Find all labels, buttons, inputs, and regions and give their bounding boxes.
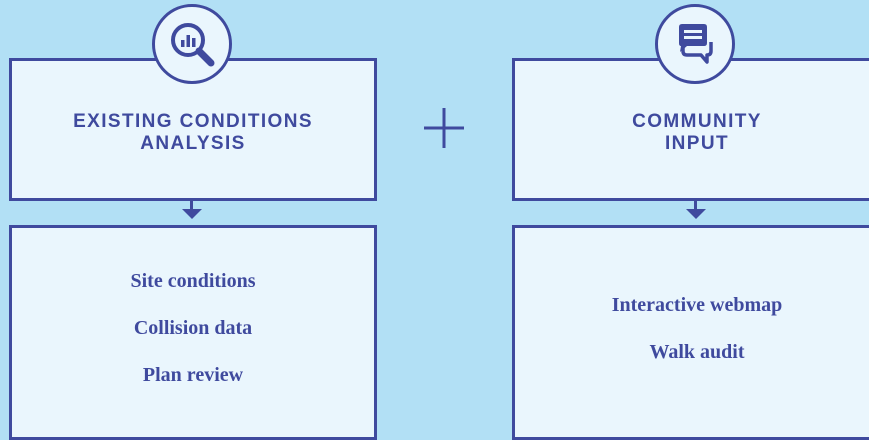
heading-line-1: COMMUNITY: [632, 111, 762, 132]
list-item: Collision data: [133, 317, 253, 339]
existing-conditions-list: Site conditions Collision data Plan revi…: [12, 258, 374, 399]
magnifier-chart-icon: [152, 4, 232, 84]
heading-line-2: ANALYSIS: [140, 133, 246, 154]
list-item: Interactive webmap: [611, 294, 783, 316]
list-item: Walk audit: [649, 341, 745, 363]
community-input-items-box: Interactive webmap Walk audit: [512, 225, 869, 440]
existing-conditions-items-box: Site conditions Collision data Plan revi…: [9, 225, 377, 440]
heading-line-2: INPUT: [665, 133, 729, 154]
right-arrow-stem: [694, 201, 697, 211]
list-item: Plan review: [142, 364, 244, 386]
plus-icon: [424, 108, 464, 148]
community-input-heading: COMMUNITY INPUT: [515, 111, 869, 155]
right-arrow-down-icon: [685, 209, 706, 219]
left-arrow-down-icon: [181, 209, 202, 219]
list-item: Site conditions: [130, 270, 256, 292]
left-arrow-stem: [190, 201, 193, 211]
chat-bubbles-icon: [655, 4, 735, 84]
heading-line-1: EXISTING CONDITIONS: [73, 111, 313, 132]
community-input-list: Interactive webmap Walk audit: [515, 282, 869, 376]
existing-conditions-heading: EXISTING CONDITIONS ANALYSIS: [12, 111, 374, 155]
